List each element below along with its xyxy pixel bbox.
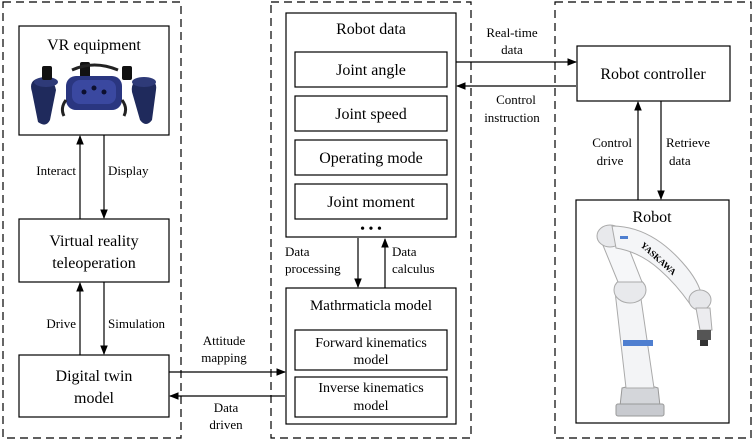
data-driven-line1: Data <box>214 400 239 415</box>
joint-speed-box <box>294 95 448 132</box>
operating-mode-label: Operating mode <box>319 150 423 167</box>
robot-title: Robot <box>632 209 672 226</box>
vr-teleoperation-line2: teleoperation <box>52 255 136 272</box>
inverse-kinematics-box <box>294 376 448 418</box>
math-model-title: Mathrmaticla model <box>310 298 432 314</box>
joint-angle-label: Joint angle <box>336 62 406 79</box>
vr-teleoperation-line1: Virtual reality <box>49 233 138 250</box>
control-instruction-line2: instruction <box>484 110 540 125</box>
robot-group-frame <box>554 1 752 439</box>
drive-label: Drive <box>46 316 76 331</box>
digital-twin-box <box>18 354 170 418</box>
vr-teleoperation-box <box>18 218 170 283</box>
data-group-frame <box>270 1 472 439</box>
forward-kinematics-line1: Forward kinematics <box>315 336 427 351</box>
retrieve-data-line2: data <box>669 153 691 168</box>
attitude-mapping-line1: Attitude <box>203 333 246 348</box>
forward-kinematics-box <box>294 329 448 371</box>
vr-headset-image <box>31 62 157 125</box>
joint-moment-box <box>294 183 448 220</box>
vr-group-frame <box>2 1 182 439</box>
digital-twin-line1: Digital twin <box>56 368 133 385</box>
realtime-data-line1: Real-time <box>486 25 537 40</box>
joint-moment-label: Joint moment <box>327 194 415 211</box>
inverse-kinematics-line1: Inverse kinematics <box>318 381 423 396</box>
digital-twin-line2: model <box>74 390 115 407</box>
control-instruction-line1: Control <box>496 92 536 107</box>
data-calculus-line2: calculus <box>392 261 435 276</box>
simulation-label: Simulation <box>108 316 166 331</box>
robot-controller-box <box>576 45 731 102</box>
joint-angle-box <box>294 51 448 88</box>
attitude-mapping-line2: mapping <box>201 350 247 365</box>
forward-kinematics-line2: model <box>354 353 389 368</box>
data-calculus-line1: Data <box>392 244 417 259</box>
robot-data-title: Robot data <box>336 21 406 38</box>
retrieve-data-line1: Retrieve <box>666 135 710 150</box>
data-processing-line1: Data <box>285 244 310 259</box>
vr-equipment-title: VR equipment <box>47 37 141 54</box>
control-drive-line1: Control <box>592 135 632 150</box>
control-drive-line2: drive <box>597 153 624 168</box>
interact-label: Interact <box>36 163 76 178</box>
joint-speed-label: Joint speed <box>335 106 407 123</box>
inverse-kinematics-line2: model <box>354 399 389 414</box>
data-processing-line2: processing <box>285 261 341 276</box>
robot-controller-label: Robot controller <box>600 66 706 83</box>
more-items-ellipsis: • • • <box>360 222 382 237</box>
display-label: Display <box>108 163 149 178</box>
realtime-data-line2: data <box>501 42 523 57</box>
operating-mode-box <box>294 139 448 176</box>
data-driven-line2: driven <box>209 417 243 432</box>
